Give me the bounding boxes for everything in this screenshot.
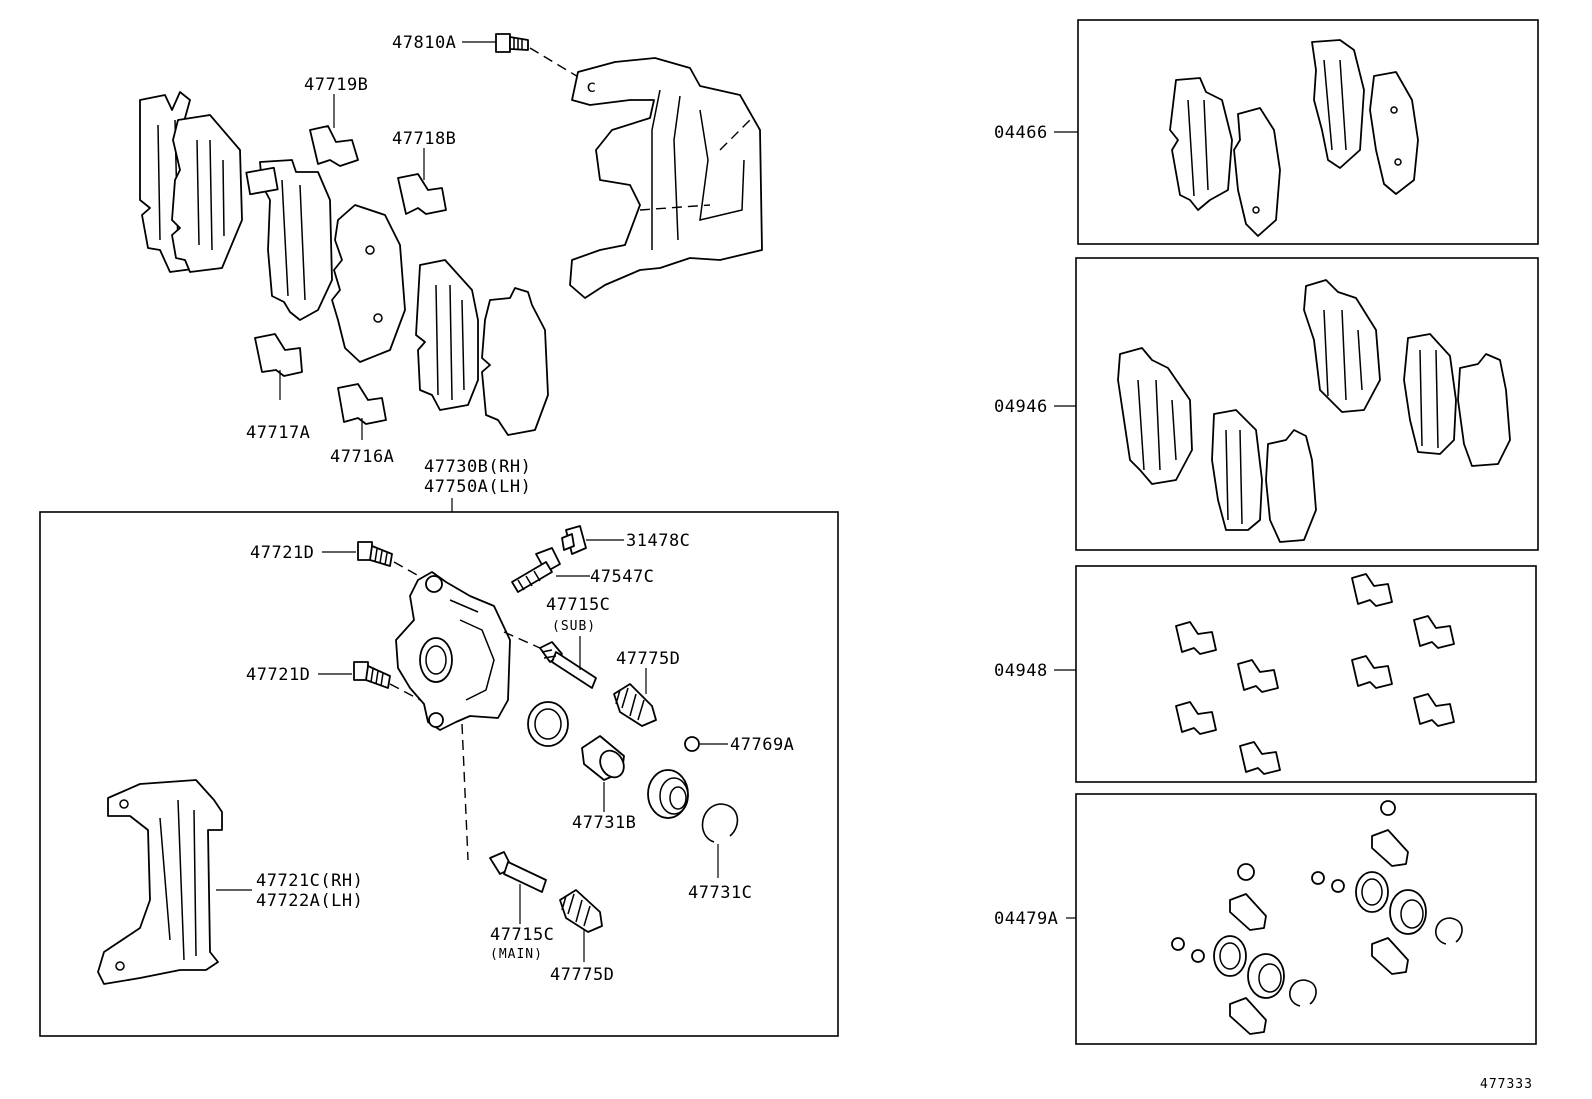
caliper-mounting-bracket xyxy=(569,57,763,299)
piston-47731B xyxy=(581,735,625,781)
kit-label-04946: 04946 xyxy=(994,397,1048,417)
caliper-bracket-47721C xyxy=(97,779,223,985)
label-47775D-lower: 47775D xyxy=(550,965,614,985)
label-47717A: 47717A xyxy=(246,423,310,443)
kit-box-04946 xyxy=(1075,257,1539,551)
label-47810A: 47810A xyxy=(392,33,456,53)
caliper-assembly-box xyxy=(39,511,839,1037)
inner-shim-right xyxy=(481,287,549,436)
pin-47715C-main xyxy=(489,851,547,893)
kit-04946-parts xyxy=(1117,279,1511,543)
label-47722A: 47722A(LH) xyxy=(256,891,363,911)
clip-47718B xyxy=(397,173,447,215)
label-47721D-upper: 47721D xyxy=(250,543,314,563)
bolt-47810A xyxy=(495,33,529,53)
kit-box-04466 xyxy=(1077,19,1539,245)
bolt-47721D-lower xyxy=(353,661,391,689)
label-47718B: 47718B xyxy=(392,129,456,149)
kit-label-04479A: 04479A xyxy=(994,909,1058,929)
kit-box-04948 xyxy=(1075,565,1537,783)
label-47719B: 47719B xyxy=(304,75,368,95)
label-47769A: 47769A xyxy=(730,735,794,755)
kit-04479A-parts xyxy=(1171,800,1463,1035)
label-47775D-upper: 47775D xyxy=(616,649,680,669)
label-47715C-main: 47715C xyxy=(490,925,554,945)
cap-47769A xyxy=(684,736,700,752)
clip-47719B xyxy=(309,125,359,167)
bleeder-47547C xyxy=(511,547,561,593)
kit-box-04479A xyxy=(1075,793,1537,1045)
pad-backing-center xyxy=(331,204,406,363)
label-47721C: 47721C(RH) xyxy=(256,871,363,891)
label-31478C: 31478C xyxy=(626,531,690,551)
caliper-parts xyxy=(97,525,739,985)
bolt-47721D-upper xyxy=(357,541,393,567)
kit-04466-parts xyxy=(1169,39,1419,237)
boot-47775D-upper xyxy=(613,683,657,727)
upper-pad-assembly: c xyxy=(139,33,763,436)
caliper-body xyxy=(395,571,511,731)
inner-shim-left xyxy=(171,114,243,273)
label-47721D-lower: 47721D xyxy=(246,665,310,685)
outer-shim-right xyxy=(415,259,479,411)
snap-ring-47731C xyxy=(701,803,739,843)
bracket-mark: c xyxy=(586,77,597,97)
kit-04948-parts xyxy=(1175,573,1455,775)
label-47716A: 47716A xyxy=(330,447,394,467)
label-47731B: 47731B xyxy=(572,813,636,833)
diagram-ref-number: 477333 xyxy=(1480,1077,1533,1092)
label-47730B: 47730B(RH) xyxy=(424,457,531,477)
boot-47775D-lower xyxy=(559,889,603,933)
label-47750A: 47750A(LH) xyxy=(424,477,531,497)
kit-label-04466: 04466 xyxy=(994,123,1048,143)
clip-47716A xyxy=(337,383,387,425)
dust-boot xyxy=(647,769,689,819)
label-sub: (SUB) xyxy=(552,619,596,634)
clip-47717A xyxy=(254,333,303,377)
piston-seal xyxy=(527,701,569,747)
label-main: (MAIN) xyxy=(490,947,543,962)
kit-label-04948: 04948 xyxy=(994,661,1048,681)
label-47715C-sub: 47715C xyxy=(546,595,610,615)
brake-pad-left xyxy=(259,159,333,321)
cap-31478C xyxy=(561,525,587,555)
pin-47715C-sub xyxy=(539,641,597,689)
label-47547C: 47547C xyxy=(590,567,654,587)
label-47731C: 47731C xyxy=(688,883,752,903)
